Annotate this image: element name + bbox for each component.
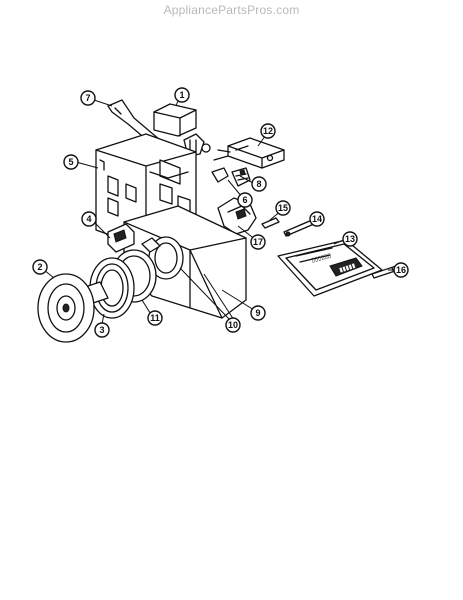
callout-1: 1 [174, 87, 190, 103]
part-dispenser-knob [37, 273, 109, 343]
svg-text:13: 13 [345, 234, 355, 244]
callout-14: 14 [309, 211, 325, 227]
svg-text:12: 12 [263, 126, 273, 136]
svg-text:2: 2 [37, 262, 42, 272]
callout-12: 12 [260, 123, 276, 139]
callout-7: 7 [80, 90, 96, 106]
callout-11: 11 [147, 310, 163, 326]
callout-17: 17 [250, 234, 266, 250]
svg-text:8: 8 [256, 179, 261, 189]
callout-10: 10 [225, 317, 241, 333]
watermark: AppliancePartsPros.com [163, 3, 300, 17]
callout-2: 2 [32, 259, 48, 275]
svg-text:7: 7 [85, 93, 90, 103]
svg-text:5: 5 [68, 157, 73, 167]
part-dispenser-housing [123, 205, 247, 319]
part-nameplate: ▯▯▯▯▯▯ ▮▮▮▮▮ [277, 239, 383, 297]
svg-text:11: 11 [150, 313, 160, 323]
callout-3: 3 [94, 322, 110, 338]
callout-15: 15 [275, 200, 291, 216]
svg-text:4: 4 [86, 214, 91, 224]
nameplate-model-text: ▯▯▯▯▯▯ [311, 253, 332, 264]
svg-text:10: 10 [228, 320, 238, 330]
callout-13: 13 [342, 231, 358, 247]
svg-text:16: 16 [396, 265, 406, 275]
svg-text:6: 6 [242, 195, 247, 205]
callout-4: 4 [81, 211, 97, 227]
svg-text:17: 17 [253, 237, 263, 247]
callout-8: 8 [251, 176, 267, 192]
svg-text:15: 15 [278, 203, 288, 213]
nameplate-brand-text: ▮▮▮▮▮ [339, 263, 357, 274]
svg-text:9: 9 [255, 308, 260, 318]
part-rod [283, 219, 315, 237]
part-pin [261, 217, 280, 229]
svg-text:1: 1 [179, 90, 184, 100]
callout-5: 5 [63, 154, 79, 170]
part-small-lever [107, 223, 135, 253]
callout-9: 9 [250, 305, 266, 321]
callout-16: 16 [393, 262, 409, 278]
svg-text:14: 14 [312, 214, 322, 224]
part-switch [153, 103, 211, 157]
svg-text:3: 3 [99, 325, 104, 335]
callout-6: 6 [237, 192, 253, 208]
callouts: 1 2 3 4 5 6 7 8 9 10 11 12 13 14 15 16 1… [32, 87, 409, 338]
part-terminal-bracket [213, 137, 285, 169]
